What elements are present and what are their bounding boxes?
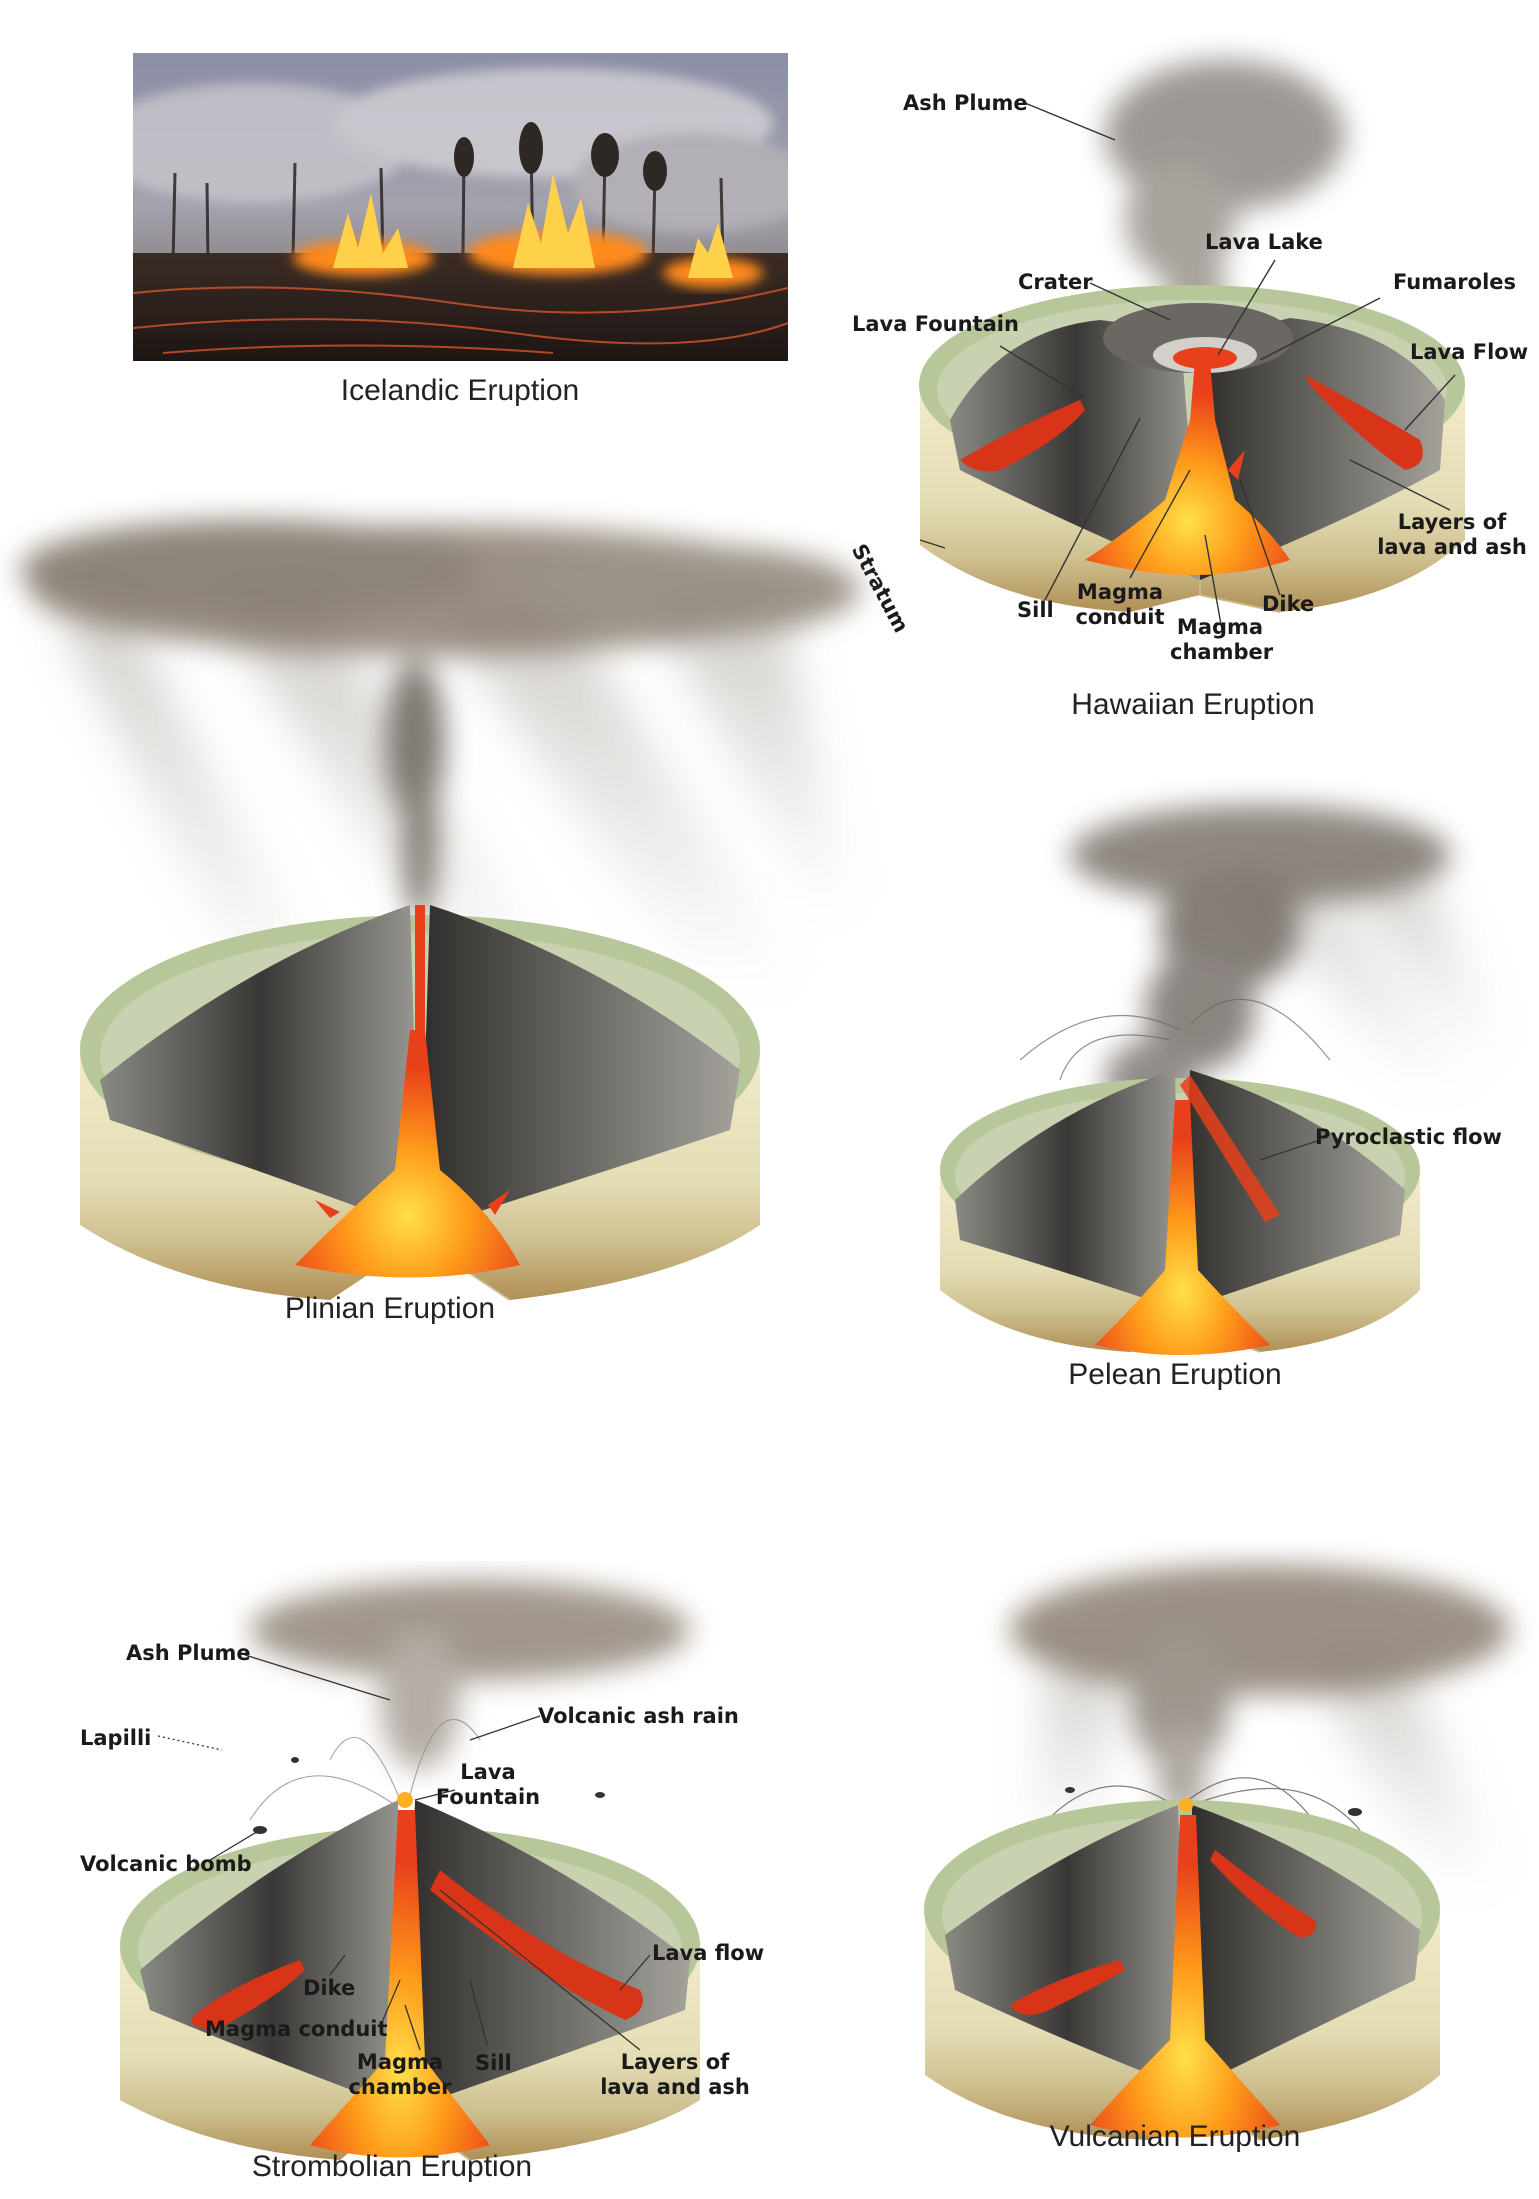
plinian-volcano-diagram: [20, 520, 860, 1301]
label-lava-lake: Lava Lake: [1205, 230, 1323, 254]
label-sill-strombolian: Sill: [475, 2051, 512, 2075]
label-lava-flow: Lava Flow: [1410, 340, 1529, 364]
label-lava-flow-strombolian: Lava flow: [652, 1941, 765, 1965]
label-magma-chamber-strombolian: Magma chamber: [348, 2050, 452, 2100]
ash-plume-cloud: [1070, 805, 1450, 1198]
label-magma-chamber: Magma chamber: [1170, 615, 1274, 665]
label-volcanic-ash-rain: Volcanic ash rain: [538, 1704, 739, 1728]
hawaiian-caption: Hawaiian Eruption: [1071, 688, 1315, 721]
strombolian-volcano-diagram: [120, 1580, 700, 2161]
vulcanian-caption: Vulcanian Eruption: [1049, 2120, 1301, 2153]
label-lapilli: Lapilli: [80, 1726, 152, 1750]
ash-plume-cloud: [250, 1580, 690, 1770]
label-volcanic-bomb: Volcanic bomb: [80, 1852, 252, 1876]
ash-plume-cloud: [20, 520, 860, 920]
label-magma-conduit-strombolian: Magma conduit: [205, 2017, 388, 2041]
pelean-caption: Pelean Eruption: [1068, 1358, 1282, 1391]
label-magma-conduit: Magma conduit: [1075, 580, 1165, 630]
icelandic-caption: Icelandic Eruption: [340, 374, 580, 407]
ash-rain: [1030, 1650, 1500, 1890]
label-lava-fountain: Lava Fountain: [852, 312, 1019, 336]
label-crater: Crater: [1018, 270, 1093, 294]
label-layers-of-lava-and-ash: Layers of lava and ash: [1377, 510, 1527, 560]
ash-plume-cloud: [1010, 1565, 1510, 1820]
ash-rain: [60, 600, 850, 1010]
label-lava-fountain-strombolian: Lava Fountain: [435, 1760, 541, 1810]
lava-field-image: [133, 53, 788, 361]
pelean-volcano-diagram: [940, 805, 1500, 1355]
label-ash-plume: Ash Plume: [903, 91, 1028, 115]
label-dike-strombolian: Dike: [303, 1976, 356, 2000]
label-layers-of-lava-and-ash-strombolian: Layers of lava and ash: [600, 2050, 750, 2100]
strombolian-caption: Strombolian Eruption: [251, 2150, 533, 2183]
label-ash-plume-strombolian: Ash Plume: [126, 1641, 251, 1665]
plinian-caption: Plinian Eruption: [284, 1292, 496, 1325]
label-dike: Dike: [1262, 592, 1315, 616]
icelandic-photo: [133, 53, 788, 361]
label-sill: Sill: [1017, 598, 1054, 622]
label-fumaroles: Fumaroles: [1393, 270, 1517, 294]
hawaiian-volcano-diagram: [919, 60, 1465, 631]
label-pyroclastic-flow: Pyroclastic flow: [1315, 1125, 1502, 1149]
